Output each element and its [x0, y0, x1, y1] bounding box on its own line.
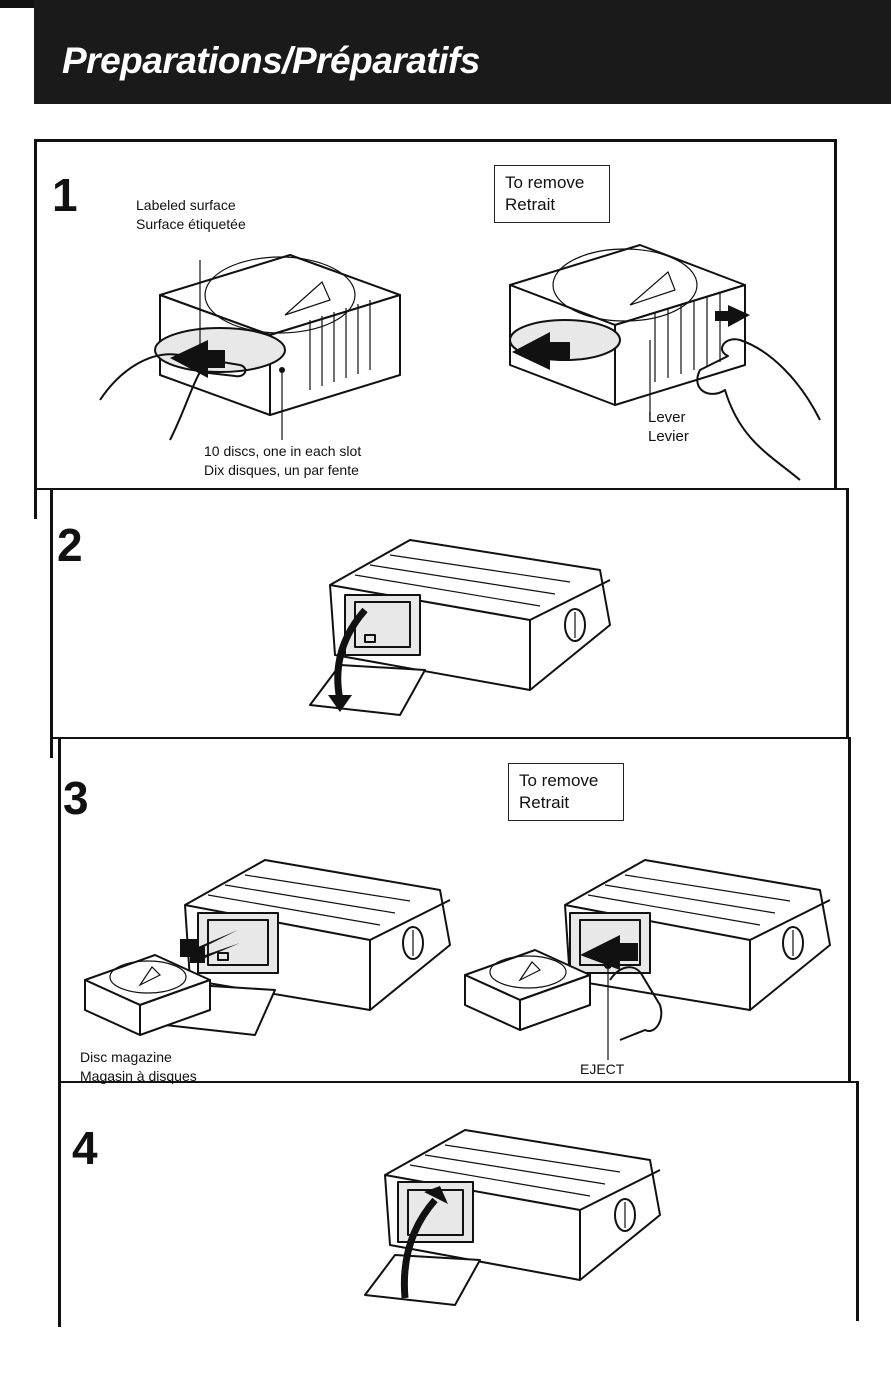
magazine-insert-illustration: [90, 240, 420, 450]
remove-en-3: To remove: [519, 770, 613, 792]
frame-right-line-2: [846, 488, 849, 738]
divider-2-3: [50, 737, 850, 739]
labeled-surface-fr: Surface étiquetée: [136, 215, 246, 234]
magazine-remove-illustration: [500, 240, 830, 480]
labeled-surface-en: Labeled surface: [136, 196, 246, 215]
frame-right-line-3: [848, 737, 851, 1082]
magazine-en: Disc magazine: [80, 1048, 197, 1067]
frame-right-line: [834, 139, 837, 489]
frame-left-line-3: [58, 737, 61, 1327]
remove-en: To remove: [505, 172, 599, 194]
remove-fr-3: Retrait: [519, 792, 613, 814]
frame-left-line: [34, 139, 37, 519]
eject-magazine-illustration: [460, 855, 845, 1070]
remove-box-step-1: To remove Retrait: [494, 165, 610, 223]
page-title: Preparations/Préparatifs: [62, 40, 480, 82]
step-number-1: 1: [52, 172, 78, 218]
insert-magazine-illustration: [80, 855, 460, 1045]
magazine-fr: Magasin à disques: [80, 1067, 197, 1086]
step-number-3: 3: [63, 775, 89, 821]
left-margin-bar: [0, 0, 34, 8]
step-number-4: 4: [72, 1125, 98, 1171]
page-header: Preparations/Préparatifs: [34, 0, 891, 104]
frame-top-line: [34, 139, 836, 142]
discs-fr: Dix disques, un par fente: [204, 461, 361, 480]
frame-right-line-4: [856, 1081, 859, 1321]
remove-box-step-3: To remove Retrait: [508, 763, 624, 821]
step-number-2: 2: [57, 522, 83, 568]
frame-left-line-2: [50, 488, 53, 758]
divider-1-2: [34, 488, 846, 490]
close-door-illustration: [360, 1120, 680, 1320]
labeled-surface-label: Labeled surface Surface étiquetée: [136, 196, 246, 234]
open-door-illustration: [300, 530, 630, 720]
disc-magazine-label: Disc magazine Magasin à disques: [80, 1048, 197, 1086]
remove-fr: Retrait: [505, 194, 599, 216]
